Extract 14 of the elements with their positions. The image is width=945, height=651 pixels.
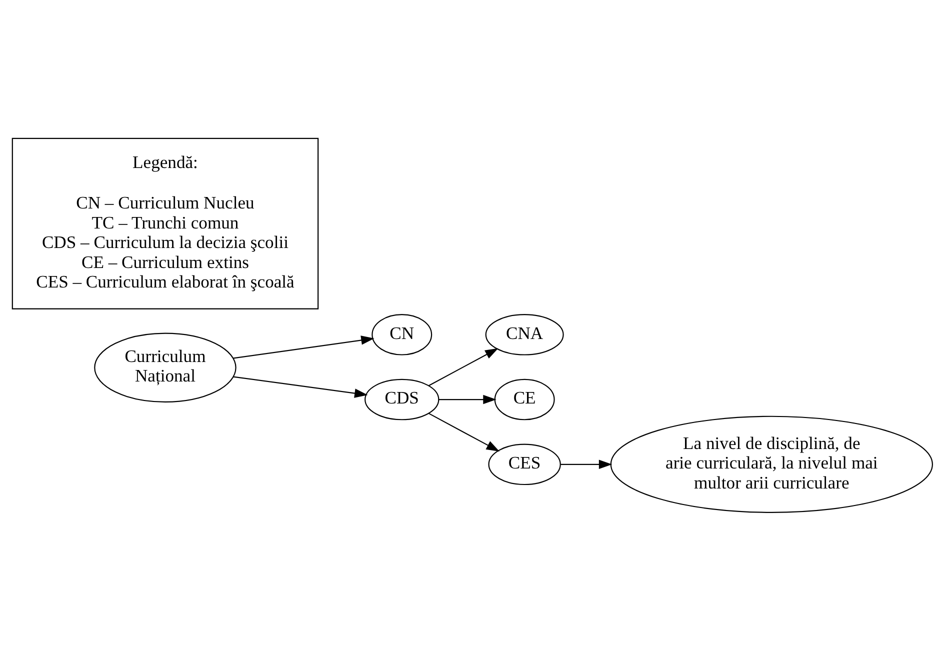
node-ellipse: CDS	[364, 378, 440, 420]
arrow	[560, 460, 612, 470]
arrow	[438, 394, 496, 404]
arrow	[428, 412, 500, 452]
node-ellipse: Curriculum Național	[94, 332, 236, 403]
arrow	[428, 348, 498, 386]
node-ellipse: La nivel de disciplină, de arie curriculară, la nivelul mai multor arii curriculare	[610, 416, 933, 513]
node-ellipse: CE	[494, 378, 555, 420]
arrow	[233, 336, 374, 359]
node-ellipse: CNA	[485, 314, 564, 356]
node-ellipse: CN	[372, 314, 432, 356]
node-ellipse: CES	[488, 444, 561, 486]
node-box: Legendă: CN – Curriculum Nucleu TC – Trunchi comun CDS – Curriculum la decizia şcolii CE – Curriculum extins CES – Curriculum elaborat în şcoală	[12, 138, 319, 310]
arrow	[233, 376, 368, 398]
